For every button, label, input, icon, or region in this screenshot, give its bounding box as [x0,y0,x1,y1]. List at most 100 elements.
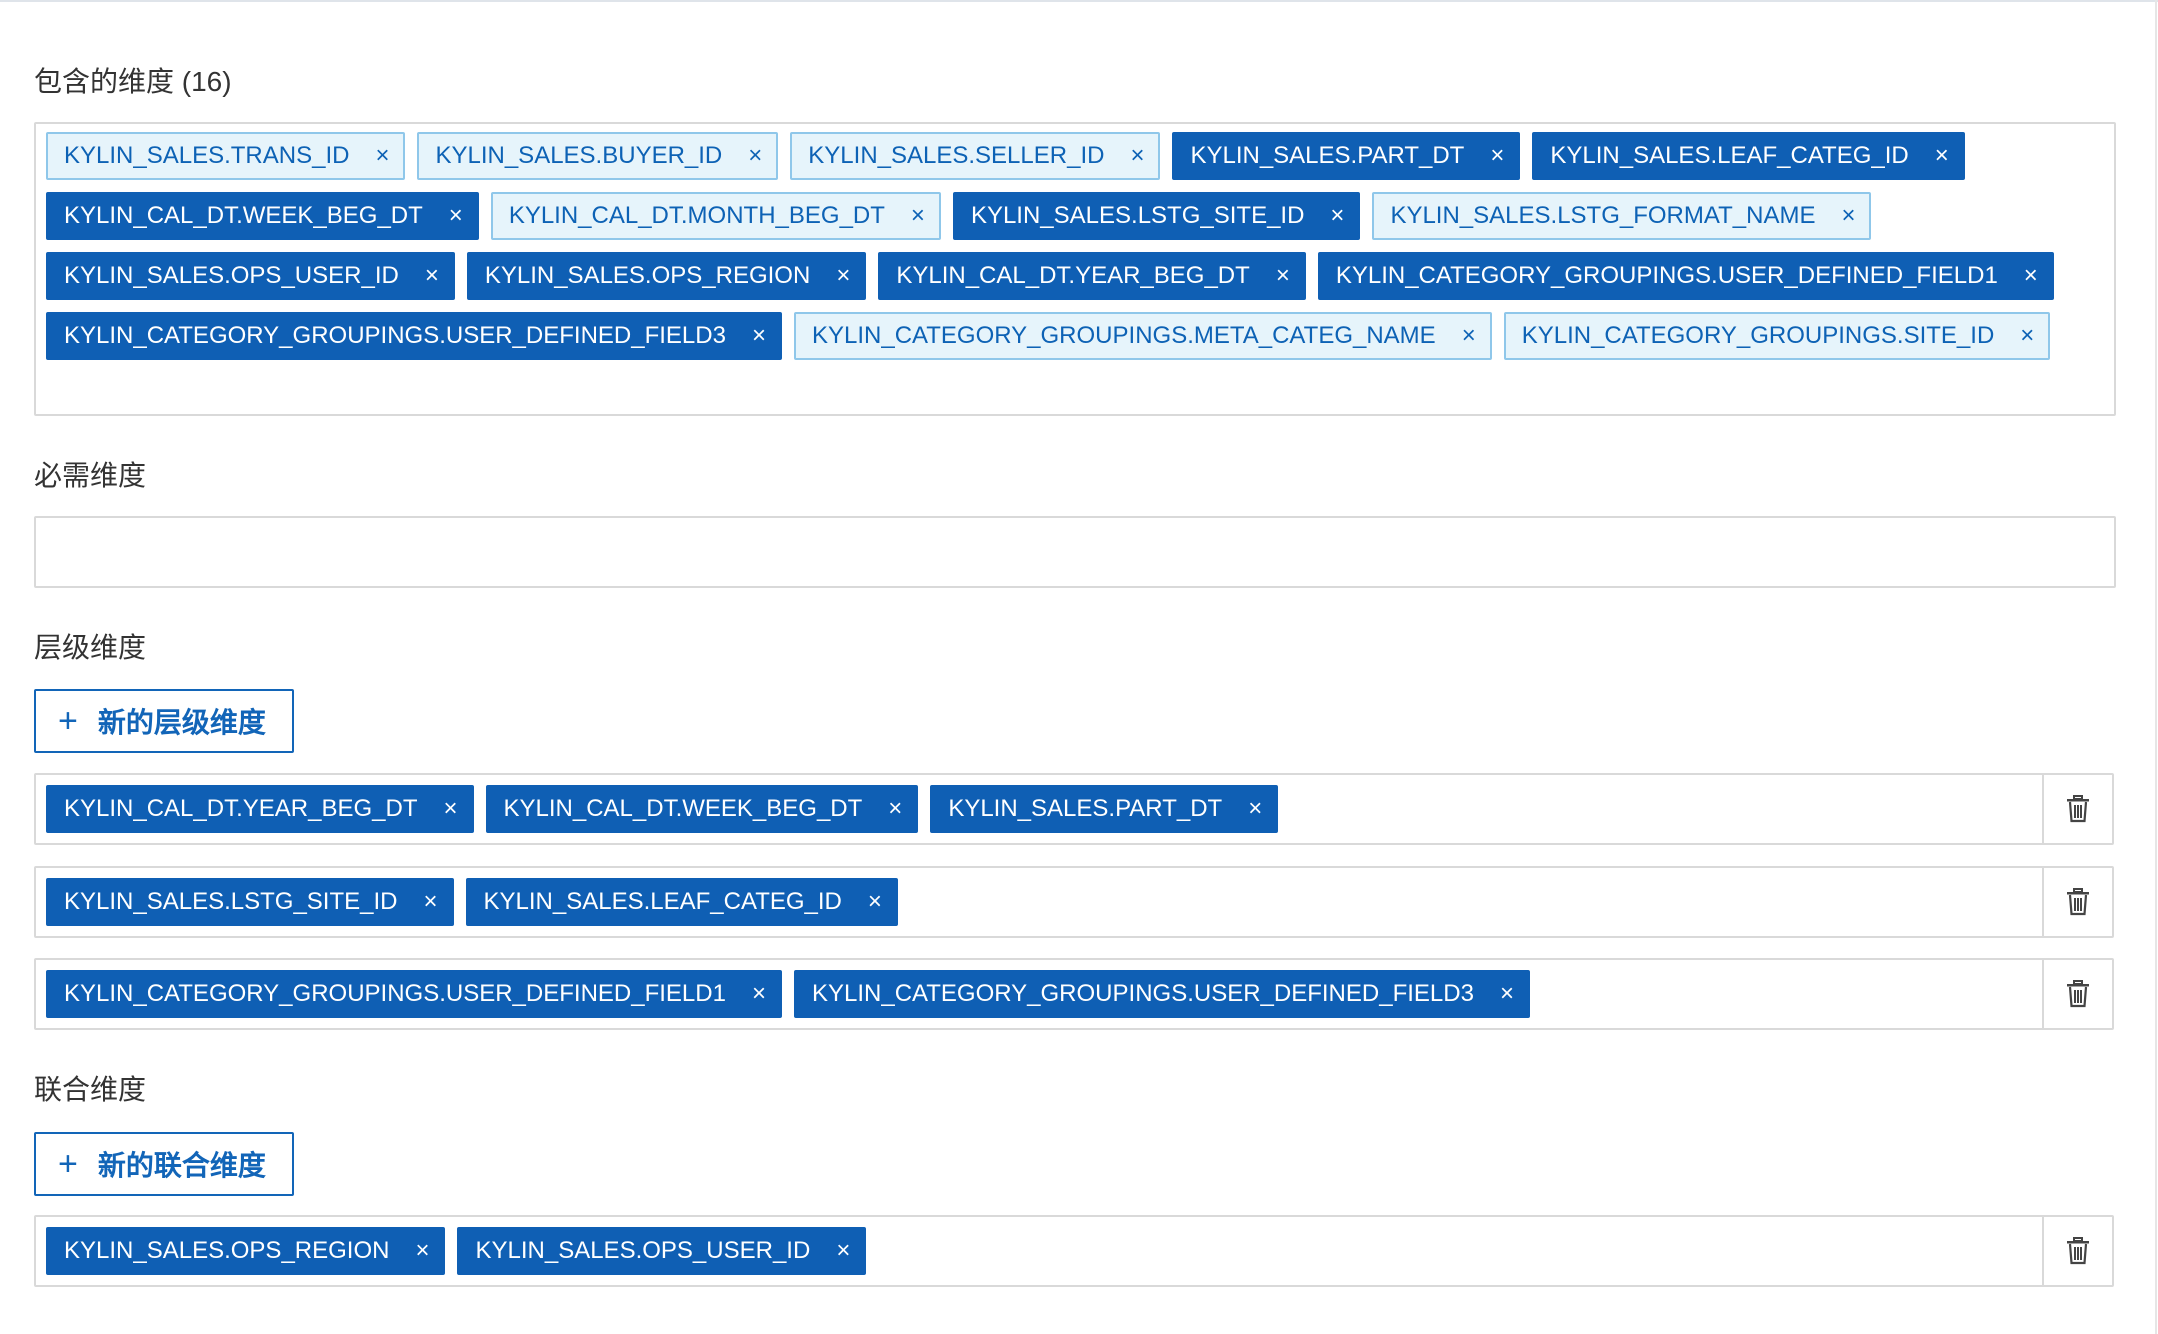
top-divider [0,0,2158,2]
close-icon[interactable]: × [836,1237,851,1264]
close-icon[interactable]: × [1248,795,1263,822]
dimension-tag[interactable]: KYLIN_SALES.TRANS_ID × [46,132,406,180]
dimension-tag[interactable]: KYLIN_CATEGORY_GROUPINGS.USER_DEFINED_FI… [1317,252,2054,300]
close-icon[interactable]: × [1275,262,1290,289]
dimension-tag-label: KYLIN_CATEGORY_GROUPINGS.USER_DEFINED_FI… [1335,262,1998,289]
plus-icon: + [58,702,78,740]
dimension-tag-label: KYLIN_CATEGORY_GROUPINGS.USER_DEFINED_FI… [811,980,1474,1007]
close-icon[interactable]: × [1461,322,1476,349]
dimension-tag[interactable]: KYLIN_CATEGORY_GROUPINGS.USER_DEFINED_FI… [46,970,782,1018]
dimension-tag-label: KYLIN_CATEGORY_GROUPINGS.USER_DEFINED_FI… [64,322,726,349]
included-dimensions-tags: KYLIN_SALES.TRANS_ID×KYLIN_SALES.BUYER_I… [46,132,2104,360]
dimension-tag[interactable]: KYLIN_CAL_DT.WEEK_BEG_DT × [46,192,479,240]
dimension-tag-label: KYLIN_SALES.OPS_REGION [64,1237,390,1264]
trash-icon [2067,980,2089,1008]
close-icon[interactable]: × [751,980,766,1007]
close-icon[interactable]: × [2020,322,2035,349]
hierarchy-row-select[interactable]: KYLIN_SALES.LSTG_SITE_ID×KYLIN_SALES.LEA… [34,866,2060,938]
mandatory-dimensions-label: 必需维度 [34,460,147,491]
plus-icon: + [58,1145,78,1183]
new-joint-button[interactable]: + 新的联合维度 [34,1132,294,1196]
dimension-tag[interactable]: KYLIN_SALES.BUYER_ID × [417,132,779,180]
trash-icon [2067,795,2089,823]
mandatory-dimensions-select[interactable] [34,516,2116,588]
close-icon[interactable]: × [375,142,390,169]
dimension-tag[interactable]: KYLIN_SALES.LSTG_SITE_ID × [46,878,454,926]
dimension-tag[interactable]: KYLIN_CAL_DT.WEEK_BEG_DT× [485,785,919,833]
dimension-tag-label: KYLIN_SALES.LSTG_FORMAT_NAME [1390,202,1816,229]
joint-row-select[interactable]: KYLIN_SALES.OPS_REGION×KYLIN_SALES.OPS_U… [34,1215,2060,1287]
dimension-tag[interactable]: KYLIN_SALES.PART_DT× [930,785,1279,833]
close-icon[interactable]: × [448,202,463,229]
dimension-tag-label: KYLIN_SALES.PART_DT [1190,142,1465,169]
dimension-tag[interactable]: KYLIN_CATEGORY_GROUPINGS.USER_DEFINED_FI… [793,970,1530,1018]
close-icon[interactable]: × [867,888,882,915]
close-icon[interactable]: × [415,1237,430,1264]
dimension-tag-label: KYLIN_CATEGORY_GROUPINGS.USER_DEFINED_FI… [64,980,726,1007]
dimension-tag-label: KYLIN_SALES.TRANS_ID [64,142,350,169]
close-icon[interactable]: × [1499,980,1514,1007]
dimension-tag-label: KYLIN_SALES.LEAF_CATEG_ID [483,888,842,915]
delete-joint-row-button[interactable] [2042,1215,2114,1287]
dimension-tag[interactable]: KYLIN_SALES.LSTG_FORMAT_NAME × [1372,192,1872,240]
close-icon[interactable]: × [836,262,851,289]
dimension-tag[interactable]: KYLIN_SALES.LSTG_SITE_ID × [952,192,1361,240]
close-icon[interactable]: × [1490,142,1505,169]
joint-row-tags: KYLIN_SALES.OPS_REGION×KYLIN_SALES.OPS_U… [46,1227,2048,1275]
hierarchy-row-tags: KYLIN_CAL_DT.YEAR_BEG_DT×KYLIN_CAL_DT.WE… [46,785,2048,833]
included-dimensions-select[interactable]: KYLIN_SALES.TRANS_ID×KYLIN_SALES.BUYER_I… [34,122,2116,416]
hierarchy-row-select[interactable]: KYLIN_CAL_DT.YEAR_BEG_DT×KYLIN_CAL_DT.WE… [34,773,2060,845]
delete-hierarchy-row-button[interactable] [2042,866,2114,938]
dimension-tag[interactable]: KYLIN_CAL_DT.YEAR_BEG_DT × [46,785,474,833]
hierarchy-dimensions-label: 层级维度 [34,632,147,663]
dimension-tag-label: KYLIN_SALES.LSTG_SITE_ID [970,202,1305,229]
close-icon[interactable]: × [424,262,439,289]
new-hierarchy-button[interactable]: + 新的层级维度 [34,689,294,753]
close-icon[interactable]: × [1130,142,1145,169]
dimension-tag[interactable]: KYLIN_SALES.OPS_USER_ID × [457,1227,867,1275]
dimension-tag-label: KYLIN_SALES.OPS_USER_ID [475,1237,811,1264]
hierarchy-row-select[interactable]: KYLIN_CATEGORY_GROUPINGS.USER_DEFINED_FI… [34,958,2060,1030]
close-icon[interactable]: × [888,795,903,822]
dimension-tag-label: KYLIN_SALES.BUYER_ID [435,142,723,169]
dimension-tag[interactable]: KYLIN_SALES.OPS_REGION× [466,252,867,300]
close-icon[interactable]: × [423,888,438,915]
trash-icon [2067,888,2089,916]
dimension-tag[interactable]: KYLIN_SALES.SELLER_ID × [790,132,1161,180]
dimension-tag[interactable]: KYLIN_CAL_DT.YEAR_BEG_DT × [878,252,1306,300]
dimension-tag-label: KYLIN_CAL_DT.YEAR_BEG_DT [64,795,418,822]
new-hierarchy-label: 新的层级维度 [97,707,266,738]
close-icon[interactable]: × [1330,202,1345,229]
close-icon[interactable]: × [748,142,763,169]
dimension-tag-label: KYLIN_SALES.LSTG_SITE_ID [64,888,398,915]
dimension-tag[interactable]: KYLIN_SALES.LEAF_CATEG_ID × [465,878,898,926]
joint-dimensions-label: 联合维度 [34,1074,147,1105]
close-icon[interactable]: × [910,202,925,229]
delete-hierarchy-row-button[interactable] [2042,773,2114,845]
dimension-tag[interactable]: KYLIN_CATEGORY_GROUPINGS.META_CATEG_NAME… [793,312,1492,360]
scrollbar-track[interactable] [2155,0,2157,1334]
dimension-tag[interactable]: KYLIN_SALES.OPS_REGION × [46,1227,446,1275]
hierarchy-row-tags: KYLIN_CATEGORY_GROUPINGS.USER_DEFINED_FI… [46,970,2048,1018]
close-icon[interactable]: × [2023,262,2038,289]
dimension-tag-label: KYLIN_CAL_DT.MONTH_BEG_DT [508,202,885,229]
dimension-tag[interactable]: KYLIN_CATEGORY_GROUPINGS.SITE_ID × [1503,312,2051,360]
delete-hierarchy-row-button[interactable] [2042,958,2114,1030]
dimension-tag-label: KYLIN_SALES.OPS_USER_ID [64,262,399,289]
close-icon[interactable]: × [443,795,458,822]
dimension-tag[interactable]: KYLIN_CATEGORY_GROUPINGS.USER_DEFINED_FI… [46,312,782,360]
included-dimensions-label: 包含的维度 (16) [34,66,232,97]
dimension-tag-label: KYLIN_CAL_DT.YEAR_BEG_DT [896,262,1250,289]
dimension-tag-label: KYLIN_CATEGORY_GROUPINGS.SITE_ID [1521,322,1995,349]
dimension-tag-label: KYLIN_CAL_DT.WEEK_BEG_DT [64,202,423,229]
hierarchy-row-tags: KYLIN_SALES.LSTG_SITE_ID×KYLIN_SALES.LEA… [46,878,2048,926]
dimension-tag-label: KYLIN_CATEGORY_GROUPINGS.META_CATEG_NAME [811,322,1436,349]
dimension-tag[interactable]: KYLIN_SALES.PART_DT × [1172,132,1521,180]
close-icon[interactable]: × [1841,202,1856,229]
dimension-tag[interactable]: KYLIN_SALES.OPS_USER_ID × [46,252,455,300]
close-icon[interactable]: × [751,322,766,349]
dimension-tag-label: KYLIN_SALES.SELLER_ID [808,142,1105,169]
close-icon[interactable]: × [1934,142,1949,169]
dimension-tag[interactable]: KYLIN_SALES.LEAF_CATEG_ID× [1532,132,1965,180]
dimension-tag[interactable]: KYLIN_CAL_DT.MONTH_BEG_DT × [490,192,941,240]
